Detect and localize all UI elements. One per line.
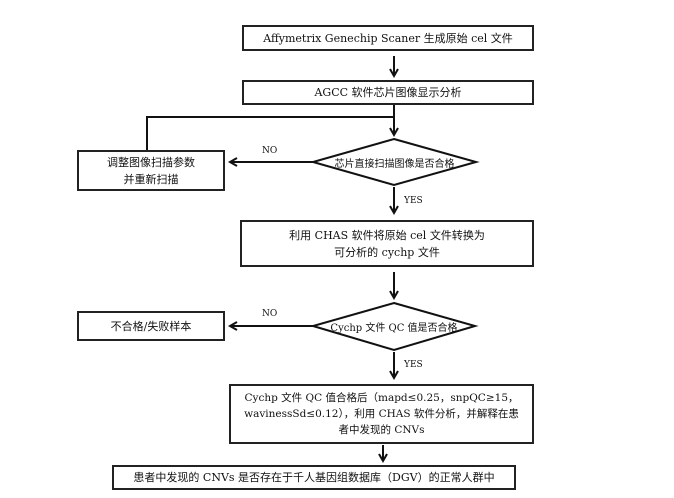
step1-box: Affymetrix Genechip Scaner 生成原始 cel 文件	[242, 25, 534, 51]
decision1-text: 芯片直接扫描图像是否合格	[334, 159, 455, 170]
step4-line-3: 者中发现的 CNVs	[338, 424, 425, 436]
step4-line-2: wavinessSd≤0.12），利用 CHAS 软件分析，并解释在患	[244, 408, 519, 420]
step2-box: AGCC 软件芯片图像显示分析	[242, 80, 534, 105]
yes-label-1: YES	[404, 196, 423, 206]
rescan-line-1: 调整图像扫描参数	[107, 155, 195, 169]
step3-box: 利用 CHAS 软件将原始 cel 文件转换为 可分析的 cychp 文件	[240, 220, 534, 267]
step3-line-2: 可分析的 cychp 文件	[334, 245, 440, 259]
step5-box: 患者中发现的 CNVs 是否存在于千人基因组数据库（DGV）的正常人群中	[112, 465, 516, 490]
step5-text: 患者中发现的 CNVs 是否存在于千人基因组数据库（DGV）的正常人群中	[133, 471, 495, 484]
rescan-box: 调整图像扫描参数 并重新扫描	[77, 150, 225, 191]
no-label-1: NO	[262, 146, 278, 156]
fail-text: 不合格/失败样本	[110, 319, 192, 333]
decision1-diamond	[309, 137, 480, 187]
loop-rescan-line	[146, 116, 394, 150]
no-label-2: NO	[262, 309, 278, 319]
step1-text: Affymetrix Genechip Scaner 生成原始 cel 文件	[263, 31, 513, 45]
step3-line-1: 利用 CHAS 软件将原始 cel 文件转换为	[289, 228, 485, 242]
step4-line-1: Cychp 文件 QC 值合格后（mapd≤0.25，snpQC≥15，	[244, 392, 519, 404]
decision2-diamond	[309, 301, 479, 352]
step4-box: Cychp 文件 QC 值合格后（mapd≤0.25，snpQC≥15， wav…	[229, 384, 534, 444]
decision2-text: Cychp 文件 QC 值是否合格	[330, 323, 458, 334]
rescan-line-2: 并重新扫描	[123, 172, 179, 186]
step2-text: AGCC 软件芯片图像显示分析	[314, 86, 462, 99]
yes-label-2: YES	[404, 360, 423, 370]
fail-box: 不合格/失败样本	[77, 311, 225, 341]
